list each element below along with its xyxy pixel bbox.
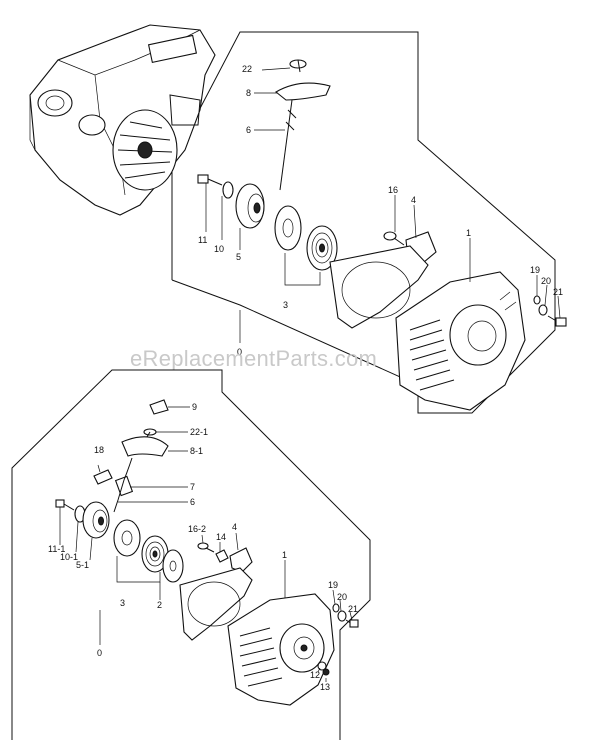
label-16: 16 <box>388 185 398 195</box>
label-3: 3 <box>283 300 288 310</box>
part-14 <box>215 549 229 563</box>
top-labels: 22 8 6 11 10 5 3 16 4 1 19 20 21 0 <box>198 64 563 357</box>
washer-2 <box>162 549 184 583</box>
label-22: 22 <box>242 64 252 74</box>
bottom-leader-lines <box>59 406 353 682</box>
bolt-11 <box>197 174 223 186</box>
label-4: 4 <box>411 195 416 205</box>
label-6: 6 <box>246 125 251 135</box>
label-1: 1 <box>466 228 471 238</box>
label-0-top: 0 <box>237 347 242 357</box>
fan-cover-1-bottom <box>227 593 335 706</box>
label-19-bottom: 19 <box>328 580 338 590</box>
label-4-bottom: 4 <box>232 522 237 532</box>
label-6-bottom: 6 <box>190 497 195 507</box>
label-5: 5 <box>236 252 241 262</box>
label-8-1: 8-1 <box>190 446 203 456</box>
ratchet-4-bottom <box>229 547 253 573</box>
label-11: 11 <box>198 235 207 245</box>
bolt-16-2 <box>197 542 215 553</box>
recoil-spring <box>141 535 169 573</box>
bolt-21 <box>547 315 567 327</box>
label-20-bottom: 20 <box>337 592 347 602</box>
label-3-bottom: 3 <box>120 598 125 608</box>
part-19-bottom <box>332 603 340 613</box>
top-assembly: 22 8 6 11 10 5 3 16 4 1 19 20 21 0 <box>29 24 567 414</box>
recoil-spring-3 <box>306 225 338 271</box>
clip-18 <box>93 469 113 485</box>
label-13: 13 <box>320 682 330 692</box>
bottom-labels: 9 22-1 18 8-1 7 6 11-1 10-1 5-1 3 2 16-2… <box>48 402 358 692</box>
part-19 <box>533 295 541 305</box>
pulley-5 <box>235 183 265 229</box>
label-21-bottom: 21 <box>348 604 358 614</box>
label-11-1: 11-1 <box>48 544 65 554</box>
label-2: 2 <box>157 600 162 610</box>
bolt-11-1 <box>55 499 75 511</box>
bracket-3-bottom <box>116 556 161 583</box>
label-0-bottom: 0 <box>97 648 102 658</box>
label-14: 14 <box>216 532 226 542</box>
label-7: 7 <box>190 482 195 492</box>
label-18: 18 <box>94 445 104 455</box>
bolt-16 <box>383 231 405 246</box>
label-21: 21 <box>553 287 563 297</box>
label-8: 8 <box>246 88 251 98</box>
top-boundary <box>171 31 556 414</box>
label-1-bottom: 1 <box>282 550 287 560</box>
guide-plate-bottom <box>179 567 253 641</box>
part-13 <box>322 668 330 676</box>
label-9: 9 <box>192 402 197 412</box>
bolt-21-bottom <box>345 619 359 628</box>
starter-handle-8-1 <box>121 436 169 457</box>
starter-rope <box>279 99 297 191</box>
bracket-3 <box>284 253 321 286</box>
top-leader-lines <box>205 67 561 343</box>
label-22-1: 22-1 <box>190 427 208 437</box>
fan-cover-1 <box>395 271 526 411</box>
washer-20-bottom <box>337 610 347 622</box>
washer-10 <box>222 181 234 199</box>
spring-plate-3 <box>274 205 302 251</box>
label-10: 10 <box>214 244 224 254</box>
guide-plate <box>329 245 429 329</box>
handle-cap-9 <box>149 399 169 415</box>
label-19: 19 <box>530 265 540 275</box>
pulley-5-1 <box>82 501 110 539</box>
flywheel <box>112 109 178 191</box>
engine-housing <box>29 24 216 216</box>
label-5-1: 5-1 <box>76 560 89 570</box>
label-20: 20 <box>541 276 551 286</box>
label-16-2: 16-2 <box>188 524 206 534</box>
spring-plate-3 <box>113 519 141 557</box>
grip-7 <box>114 475 134 497</box>
starter-rope-6 <box>113 457 133 513</box>
label-10-1: 10-1 <box>60 552 78 562</box>
washer-20 <box>538 304 548 316</box>
watermark-text: eReplacementParts.com <box>130 346 377 371</box>
label-12: 12 <box>310 670 320 680</box>
starter-handle <box>275 59 331 101</box>
bottom-assembly: 9 22-1 18 8-1 7 6 11-1 10-1 5-1 3 2 16-2… <box>11 369 371 740</box>
